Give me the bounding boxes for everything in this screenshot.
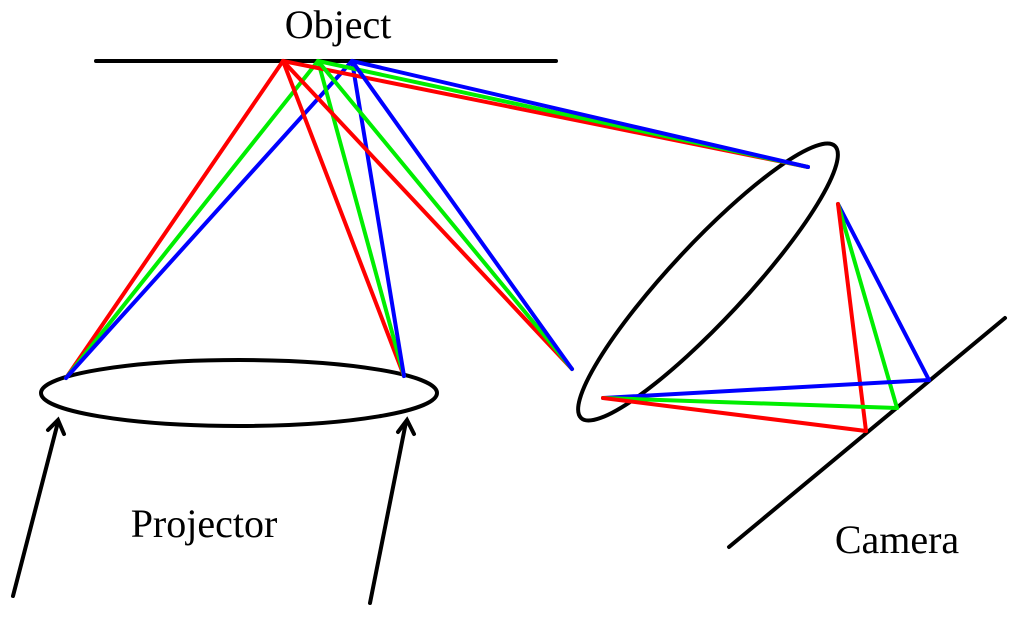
ray-blue-sensor-top [836,202,931,382]
ray-blue-camera-top [350,59,810,169]
ray-green-projector-left [64,59,320,380]
projector-arrow-left-head [46,416,66,436]
ray-blue-sensor-bottom [601,378,931,400]
ray-green-camera-bottom [316,59,574,371]
object-label: Object [285,2,392,47]
projector-arrow-left [11,420,60,598]
ray-red-sensor-top [836,202,868,433]
ray-green-sensor-bottom [601,396,899,410]
projector-arrows [11,416,416,605]
ray-red-projector-right [281,59,406,378]
ray-green-sensor-top [836,202,899,410]
ray-red-camera-bottom [281,59,574,371]
ray-red-projector-left [64,59,285,380]
camera-lens [576,141,840,423]
ray-blue-camera-bottom [350,59,574,371]
projector-label: Projector [131,501,278,546]
ray-red-sensor-bottom [601,396,868,433]
projector-arrow-right [368,420,408,605]
light-rays [64,59,931,433]
projector-arrow-right-head [396,416,416,436]
camera-label: Camera [835,517,960,562]
projector-lens [39,358,439,428]
ray-blue-projector-left [64,59,354,380]
